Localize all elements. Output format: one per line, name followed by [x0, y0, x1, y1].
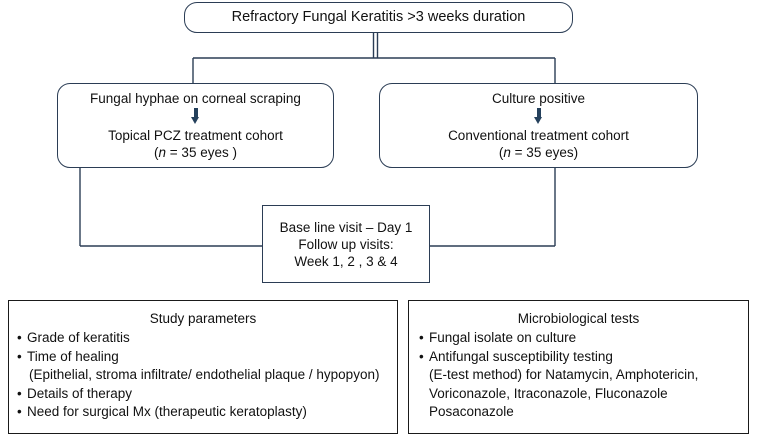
left-branch-line2: Topical PCZ treatment cohort — [108, 128, 283, 143]
right-n-prefix: ( — [498, 145, 504, 160]
left-branch-line1: Fungal hyphae on corneal scraping — [90, 91, 301, 106]
panel-study-parameters-title: Study parameters — [149, 311, 257, 326]
left-n-prefix: ( — [154, 145, 159, 160]
left-branch-sample-size: (n = 35 eyes ) — [154, 144, 237, 161]
list-item: Need for surgical Mx (therapeutic kerato… — [17, 403, 389, 422]
left-n-symbol: n — [158, 145, 167, 160]
node-topical-pcz-cohort: Fungal hyphae on corneal scraping Topica… — [57, 83, 334, 168]
node-top-text: Refractory Fungal Keratitis >3 weeks dur… — [231, 9, 526, 25]
list-item: Voriconazole, Itraconazole, Fluconazole — [429, 385, 668, 401]
list-item: (Epithelial, stroma infiltrate/ endothel… — [29, 367, 380, 382]
right-n-symbol: n — [503, 145, 511, 160]
right-branch-line2: Conventional treatment cohort — [448, 128, 629, 143]
right-branch-line1: Culture positive — [491, 91, 586, 106]
left-n-value: = 35 eyes ) — [166, 145, 237, 160]
right-branch-sample-size: (n = 35 eyes) — [499, 144, 578, 161]
baseline-line2: Follow up visits: — [298, 236, 394, 252]
panel-microbiological-tests-title: Microbiological tests — [517, 311, 640, 326]
baseline-line1: Base line visit – Day 1 — [279, 219, 413, 235]
study-parameters-list: Grade of keratitis Time of healing (Epit… — [17, 329, 389, 422]
baseline-line3: Week 1, 2 , 3 & 4 — [294, 253, 398, 269]
node-refractory-fungal-keratitis: Refractory Fungal Keratitis >3 weeks dur… — [184, 2, 573, 33]
list-item: (E-test method) for Natamycin, Amphoteri… — [429, 367, 699, 382]
list-item: Grade of keratitis — [17, 329, 389, 348]
down-arrow-icon — [534, 108, 543, 125]
down-arrow-icon — [191, 108, 200, 125]
panel-microbiological-tests: Microbiological tests Fungal isolate on … — [408, 300, 749, 434]
microbiological-tests-list: Fungal isolate on culture Antifungal sus… — [417, 329, 740, 422]
node-baseline-visit: Base line visit – Day 1 Follow up visits… — [262, 205, 430, 283]
panel-study-parameters: Study parameters Grade of keratitis Time… — [8, 300, 398, 434]
list-item: Details of therapy — [17, 385, 389, 404]
list-item: Time of healing — [17, 348, 389, 367]
right-n-value: = 35 eyes) — [510, 145, 579, 160]
list-item: Antifungal susceptibility testing — [417, 348, 740, 367]
list-item: Posaconazole — [429, 404, 514, 419]
list-item: Fungal isolate on culture — [417, 329, 740, 348]
node-conventional-cohort: Culture positive Conventional treatment … — [379, 83, 698, 168]
